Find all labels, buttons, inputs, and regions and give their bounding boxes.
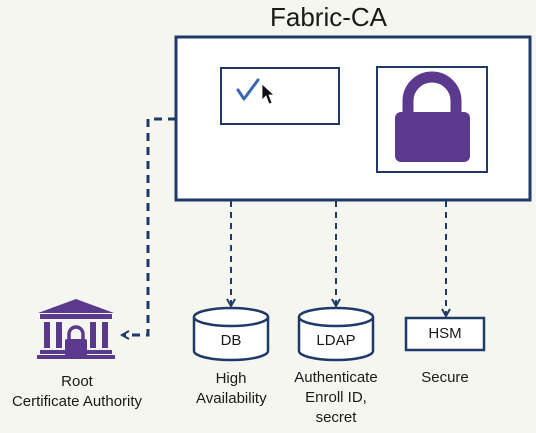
hsm-label: HSM <box>428 325 462 342</box>
db-caption: High Availability <box>196 369 267 409</box>
db-caption-line: Availability <box>196 390 267 407</box>
hsm-box <box>404 316 486 352</box>
padlock-icon <box>395 71 470 162</box>
ldap-caption: Authenticate Enroll ID, secret <box>286 368 386 428</box>
ldap-label: LDAP <box>316 332 356 349</box>
hsm-caption-line: Secure <box>421 369 469 386</box>
root-ca-caption-line: Certificate Authority <box>11 393 143 410</box>
bank-padlock-icon <box>37 299 115 359</box>
db-cylinder <box>192 306 270 362</box>
db-label: DB <box>220 332 242 349</box>
connector-root-ca <box>122 117 176 335</box>
db-caption-line: High <box>215 370 247 387</box>
diagram-title: Fabric-CA <box>270 2 388 32</box>
hsm-caption: Secure <box>406 368 484 388</box>
ldap-caption-line: Enroll ID, <box>305 389 367 406</box>
ldap-caption-line: secret <box>315 409 357 426</box>
checkbox-panel <box>220 67 340 125</box>
ldap-cylinder <box>297 306 375 362</box>
mouse-cursor-icon <box>261 83 276 105</box>
ldap-caption-line: Authenticate <box>294 369 378 386</box>
checkmark-icon <box>236 78 260 101</box>
root-ca-caption-line: Root <box>61 373 93 390</box>
root-ca-caption: Root Certificate Authority <box>0 372 154 412</box>
